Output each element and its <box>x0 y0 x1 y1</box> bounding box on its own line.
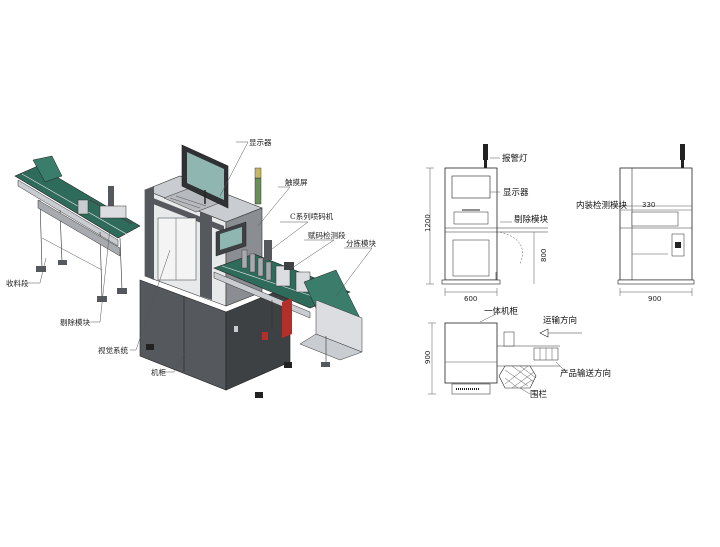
dim-depth-900: 900 <box>424 351 432 364</box>
dim-depth-330: 330 <box>642 201 655 209</box>
label-guard: 围栏 <box>530 389 548 400</box>
label-reject-module: 剔除模块 <box>514 214 549 225</box>
label-conveying-direction: 运输方向 <box>543 315 577 326</box>
label-vision: 视觉系统 <box>98 345 128 355</box>
dim-width-600: 600 <box>464 295 477 303</box>
label-code-check: 赋码检测段 <box>308 230 346 240</box>
side-view: 330 900 内装检测模块 <box>576 144 695 303</box>
top-view: 900 一体机柜 运输方向 产品输送方向 围栏 <box>424 306 611 400</box>
label-touchscreen: 触摸屏 <box>285 177 308 187</box>
machine-3d-view: 显示器 触摸屏 C系列喷码机 赋码检测段 分拣模块 收料段 剔除模块 视觉系统 … <box>6 138 376 398</box>
front-view: 1200 800 600 报警灯 显示器 剔除模块 <box>424 144 549 303</box>
label-reject: 剔除模块 <box>60 317 90 327</box>
label-alarm-light: 报警灯 <box>502 153 528 164</box>
label-product-direction: 产品输送方向 <box>560 368 611 379</box>
label-cabinet: 机柜 <box>151 367 166 377</box>
label-inner-check-text: 内装检测模块 <box>576 200 628 211</box>
infeed-conveyor <box>14 155 141 302</box>
outfeed-conveyor <box>213 240 363 367</box>
label-integrated-cabinet: 一体机柜 <box>484 306 519 317</box>
label-split: 分拣模块 <box>346 238 376 248</box>
label-inner-check: 内装检测模块 <box>576 200 628 211</box>
label-inkjet: C系列喷码机 <box>290 211 334 221</box>
callouts: 显示器 触摸屏 C系列喷码机 赋码检测段 分拣模块 收料段 剔除模块 视觉系统 … <box>6 138 376 377</box>
dim-height-800: 800 <box>540 249 548 262</box>
label-display: 显示器 <box>249 138 272 147</box>
dim-width-900: 900 <box>648 295 661 303</box>
label-display-right: 显示器 <box>503 188 529 198</box>
main-cabinet <box>139 144 292 398</box>
orthographic-views: 1200 800 600 报警灯 显示器 剔除模块 <box>424 144 695 400</box>
dim-height-1200: 1200 <box>424 214 432 232</box>
label-receive: 收料段 <box>6 278 29 288</box>
